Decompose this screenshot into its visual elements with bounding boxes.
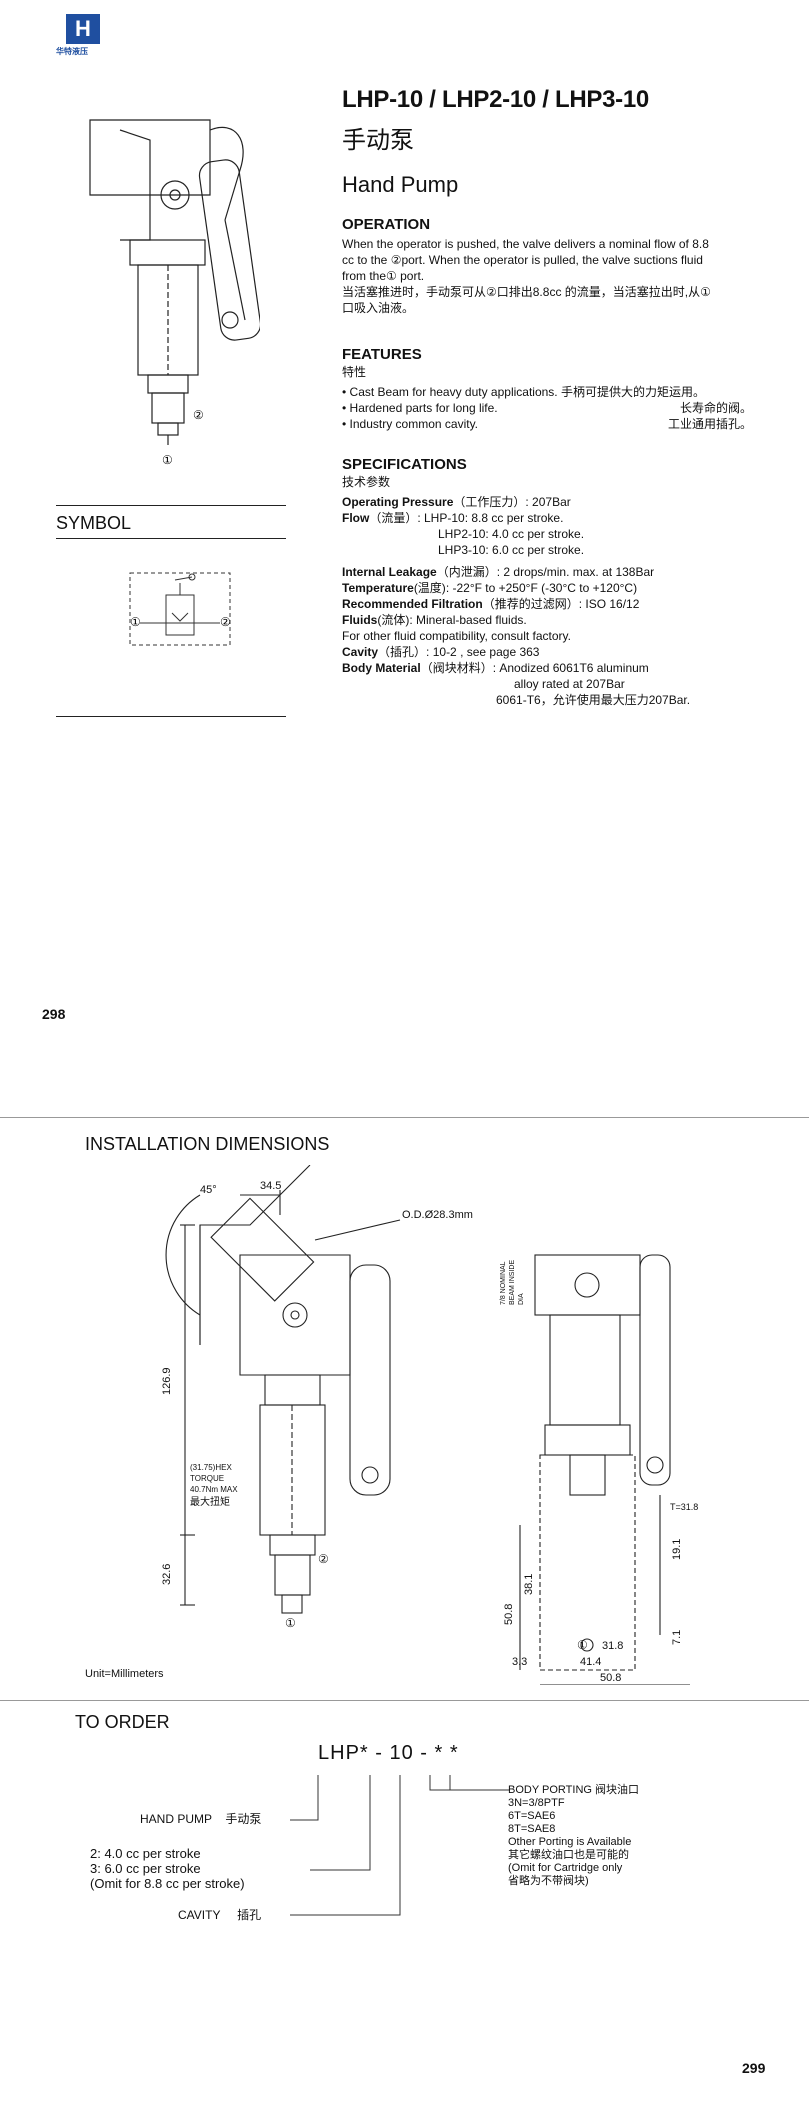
dim-beam-1: 7/8 NOMINAL: [500, 1261, 507, 1305]
symbol-mid-rule: [56, 538, 286, 539]
dim-beam-3: DIA: [518, 1293, 525, 1305]
features-heading-cn: 特性: [342, 365, 367, 379]
dim-126-9: 126.9: [161, 1367, 173, 1395]
specifications-list: Operating Pressure（工作压力）: 207Bar Flow（流量…: [342, 495, 691, 707]
symbol-port2: ②: [220, 615, 231, 629]
symbol-heading: SYMBOL: [56, 513, 132, 533]
dim-torque-value: 40.7Nm MAX: [190, 1485, 238, 1494]
install-port1: ①: [285, 1616, 296, 1630]
order-leader-lines: [290, 1775, 510, 1916]
product-model-title: LHP-10 / LHP2-10 / LHP3-10: [342, 86, 649, 113]
page-number-right: 299: [742, 2060, 766, 2076]
dim-32-6: 32.6: [161, 1564, 173, 1585]
dim-od: O.D.Ø28.3mm: [402, 1209, 473, 1221]
order-body-porting: BODY PORTING 阀块油口 3N=3/8PTF 6T=SAE6 8T=S…: [508, 1784, 640, 1887]
symbol-bottom-rule: [56, 716, 286, 717]
dim-34-5: 34.5: [260, 1180, 281, 1192]
order-code: LHP* - 10 - * *: [318, 1742, 459, 1764]
feature-item: • Cast Beam for heavy duty applications.…: [342, 385, 706, 399]
operation-heading: OPERATION: [342, 216, 431, 233]
symbol-port1: ①: [130, 615, 141, 629]
specifications-heading-cn: 技术参数: [342, 475, 391, 489]
company-logo: H: [66, 14, 100, 44]
features-heading: FEATURES: [342, 346, 422, 363]
hydraulic-symbol: ① ②: [129, 572, 231, 646]
features-list: • Cast Beam for heavy duty applications.…: [342, 384, 752, 432]
hand-pump-drawing: ② ①: [89, 119, 260, 467]
dim-19-1: 19.1: [671, 1539, 683, 1560]
page-divider: [0, 1117, 809, 1118]
dim-torque: TORQUE: [190, 1474, 224, 1483]
operation-text: When the operator is pushed, the valve d…: [342, 237, 711, 315]
product-name: Hand Pump: [342, 172, 459, 197]
specifications-heading: SPECIFICATIONS: [342, 456, 467, 473]
install-right-port1: ①: [577, 1638, 588, 1652]
port1-label: ①: [162, 453, 173, 467]
order-cavity: CAVITY 插孔: [178, 1908, 262, 1922]
installation-heading: INSTALLATION DIMENSIONS: [85, 1134, 330, 1154]
unit-note: Unit=Millimeters: [85, 1668, 164, 1680]
dim-50-8-horizontal: 50.8: [600, 1672, 621, 1684]
order-stroke-options: 2: 4.0 cc per stroke 3: 6.0 cc per strok…: [90, 1846, 245, 1891]
feature-item: • Industry common cavity.工业通用插孔。: [342, 417, 752, 431]
order-divider: [0, 1700, 809, 1701]
dim-3-3: 3.3: [512, 1656, 527, 1668]
feature-item: • Hardened parts for long life.长寿命的阀。: [342, 401, 752, 415]
product-model-title-cn: 手动泵: [342, 127, 414, 154]
company-logo-text: 华特液压: [56, 47, 88, 56]
install-port2: ②: [318, 1552, 329, 1566]
dim-41-4: 41.4: [580, 1656, 601, 1668]
symbol-top-rule: [56, 505, 286, 506]
dim-38-1: 38.1: [523, 1574, 535, 1595]
dim-7-1: 7.1: [671, 1630, 683, 1645]
dim-hex: (31.75)HEX: [190, 1463, 232, 1472]
dim-50-8-vertical: 50.8: [503, 1604, 515, 1625]
dim-torque-cn: 最大扭矩: [190, 1495, 230, 1508]
dim-t-31-8: T=31.8: [670, 1502, 698, 1512]
port2-label: ②: [193, 408, 204, 422]
order-hand-pump: HAND PUMP 手动泵: [140, 1812, 262, 1826]
dim-beam-2: BEAM INSIDE: [509, 1260, 516, 1305]
dim-angle: 45°: [200, 1184, 217, 1196]
to-order-heading: TO ORDER: [75, 1712, 170, 1732]
page-number-left: 298: [42, 1006, 66, 1022]
installation-drawing: 45° 34.5 O.D.Ø28.3mm 126.9 (31.75)HEX TO…: [161, 1165, 698, 1685]
dim-31-8: 31.8: [602, 1640, 623, 1652]
